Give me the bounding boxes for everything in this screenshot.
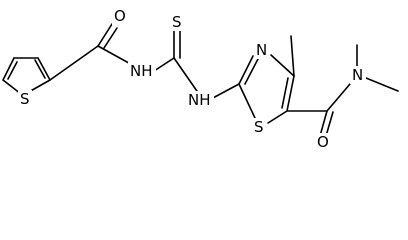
atom-label-group-thiourea-nitrogen-right: NH: [186, 91, 214, 109]
atom-label-thiazole-sulfur: S: [254, 118, 264, 136]
bond-thiophene-c4-c5: [2, 57, 15, 81]
bond-carbonyl-oxygen-right-a: [319, 110, 328, 137]
bond-methyl: [290, 35, 295, 77]
bond-nh-thiazole: [210, 83, 240, 100]
atom-label-dimethylamide-nitrogen: N: [352, 66, 363, 84]
thiophene-ring: [2, 57, 51, 95]
chemical-structure: O S NH S NH N S N O: [2, 7, 399, 151]
atom-label-group-carbonyl-oxygen-left: O: [112, 7, 128, 25]
bond-thiocarbonyl-nh: [173, 57, 200, 95]
atom-label-carbonyl-oxygen-left: O: [114, 7, 126, 25]
bond-carbonyl-oxygen-b: [103, 27, 118, 49]
atom-label-group-amide-nitrogen-left: NH: [128, 62, 156, 80]
bond-thiazole-c4-c5: [286, 75, 295, 112]
bond-nh-thiocarbonyl: [153, 57, 175, 72]
atom-label-amide-nitrogen-left: NH: [130, 62, 153, 80]
bond-n-methyl-right: [365, 77, 399, 92]
bond-thiophene-carbonyl: [49, 45, 99, 81]
atom-label-thiophene-sulfur: S: [20, 90, 30, 108]
atom-label-group-thiazole-sulfur: S: [252, 118, 267, 136]
thiazole-ring: [238, 54, 295, 124]
bond-carbonyl-oxygen-a: [97, 23, 113, 47]
atom-label-group-thiazole-nitrogen: N: [254, 41, 270, 59]
bond-thiazole-c2-n: [238, 55, 254, 85]
bond-carbonyl-oxygen-right-b: [325, 111, 334, 137]
atom-label-group-carbonyl-oxygen-right: O: [315, 133, 331, 151]
atom-label-group-thiocarbonyl-sulfur: S: [170, 13, 185, 31]
bond-thiophene-c4-c5-inner: [7, 61, 18, 80]
atom-label-group-thiophene-sulfur: S: [18, 90, 32, 108]
atom-label-thiocarbonyl-sulfur: S: [172, 13, 182, 31]
bond-thiophene-c2-c3: [37, 57, 51, 81]
atom-label-group-dimethylamide-nitrogen: N: [350, 66, 366, 84]
bond-thiazole-c5-s: [267, 110, 288, 124]
bond-thiazole-s-c2: [238, 83, 256, 119]
bond-thiazole-n-c4: [270, 54, 295, 77]
atom-label-thiazole-nitrogen: N: [256, 41, 267, 59]
bond-thiophene-c2-c3-inner: [34, 59, 46, 79]
bond-carbonyl-n-right: [326, 83, 351, 112]
bond-thiazole-c4-c5-inner: [281, 77, 289, 109]
atom-label-thiourea-nitrogen-right: NH: [188, 91, 211, 109]
atom-label-carbonyl-oxygen-right: O: [317, 133, 329, 151]
bond-thiazole-c2-n-inner: [244, 58, 259, 85]
